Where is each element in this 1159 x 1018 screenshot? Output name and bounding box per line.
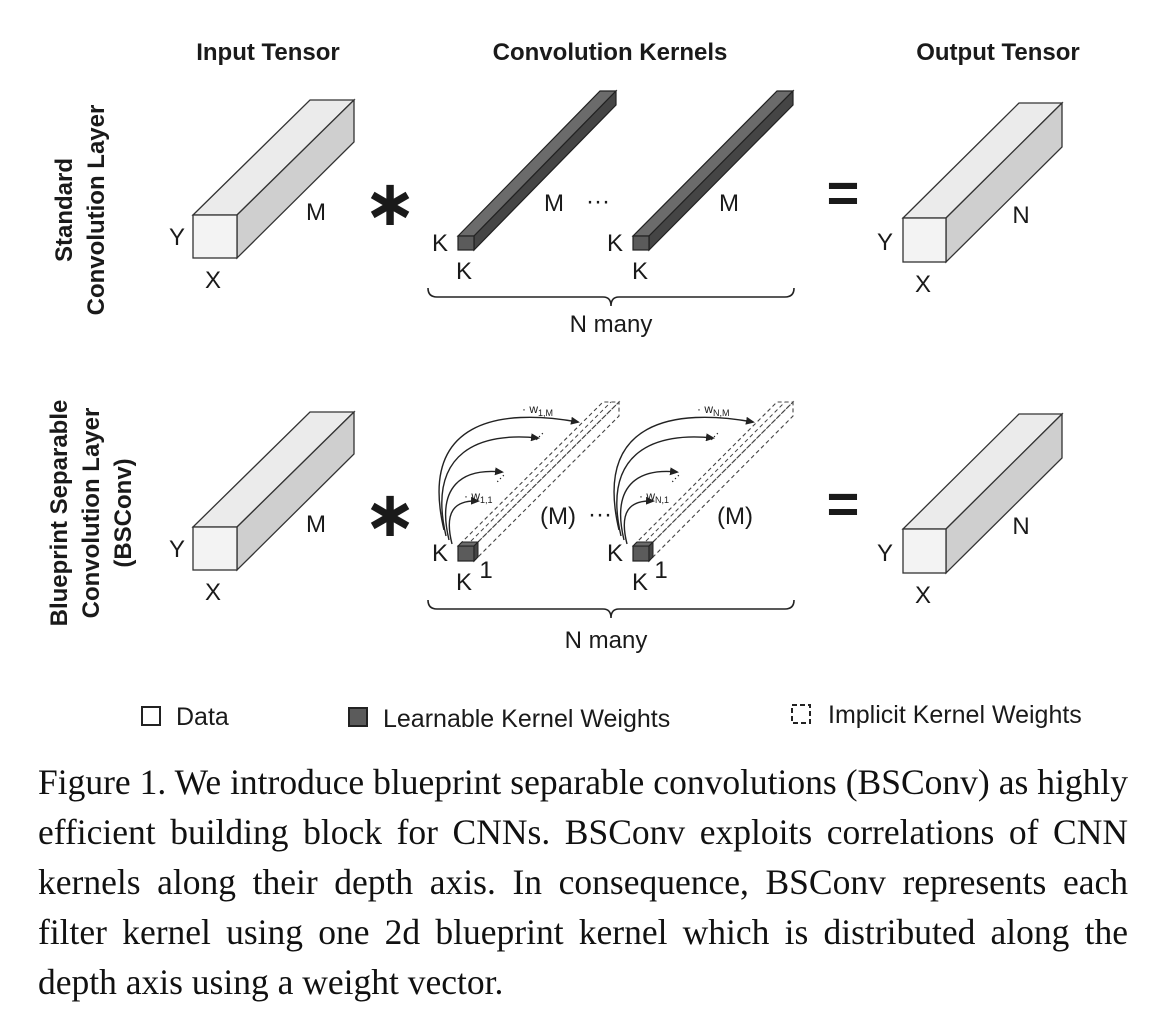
blueprint-side-face bbox=[473, 540, 479, 563]
convolution-operator: ∗ bbox=[363, 478, 417, 550]
dim-label-one: 1 bbox=[479, 557, 492, 584]
column-header-input: Input Tensor bbox=[196, 39, 340, 66]
dim-label-k: K bbox=[432, 230, 448, 257]
dim-label-m-implicit: (M) bbox=[540, 503, 576, 530]
blueprint-side-face bbox=[648, 540, 654, 563]
n-many-label: N many bbox=[565, 627, 648, 654]
dim-label-k: K bbox=[607, 540, 623, 567]
dim-label-y: Y bbox=[877, 540, 893, 567]
n-many-label: N many bbox=[570, 311, 653, 338]
dim-label-k: K bbox=[607, 230, 623, 257]
row-header-standard: Standard Convolution Layer bbox=[51, 105, 110, 316]
weight-arrow bbox=[616, 433, 715, 537]
dim-label-k: K bbox=[456, 258, 472, 285]
kernel-n-standard bbox=[631, 89, 795, 252]
dim-label-m: M bbox=[544, 190, 564, 217]
figure-caption: Figure 1. We introduce blueprint separab… bbox=[38, 762, 1128, 1002]
output-tensor-bsconv bbox=[901, 412, 1064, 575]
kernel-side-face bbox=[473, 89, 617, 252]
weight-label-w1m: · w1,M bbox=[522, 402, 553, 418]
weight-arrow bbox=[619, 467, 679, 541]
input-tensor-standard bbox=[191, 98, 356, 260]
legend-implicit-label: Implicit Kernel Weights bbox=[828, 701, 1082, 729]
column-header-kernels: Convolution Kernels bbox=[493, 39, 728, 66]
dim-label-one: 1 bbox=[654, 557, 667, 584]
svg-text:(BSConv): (BSConv) bbox=[110, 458, 137, 567]
weight-label-w11: · w1,1 bbox=[464, 489, 493, 505]
dim-label-k: K bbox=[432, 540, 448, 567]
svg-text:Convolution Layer: Convolution Layer bbox=[78, 408, 105, 619]
dim-label-m: M bbox=[719, 190, 739, 217]
weight-label-wnm: · wN,M bbox=[697, 402, 730, 418]
legend-data-swatch bbox=[141, 706, 161, 726]
legend-implicit-swatch bbox=[791, 704, 811, 724]
implicit-weights-edge bbox=[465, 401, 612, 547]
dim-label-x: X bbox=[205, 267, 221, 294]
kernel-side-face bbox=[648, 89, 794, 252]
equals-operator: = bbox=[827, 161, 860, 224]
dim-label-y: Y bbox=[169, 536, 185, 563]
bsconv-figure: Input Tensor Convolution Kernels Output … bbox=[46, 39, 1082, 733]
dim-label-x: X bbox=[915, 582, 931, 609]
dim-label-k: K bbox=[632, 569, 648, 596]
dim-label-m: M bbox=[306, 199, 326, 226]
dim-label-n: N bbox=[1012, 202, 1029, 229]
blueprint-front-face bbox=[457, 545, 475, 562]
tensor-front-face bbox=[902, 217, 947, 263]
output-tensor-standard bbox=[901, 101, 1064, 264]
dim-label-x: X bbox=[205, 579, 221, 606]
legend-learnable-swatch bbox=[348, 707, 368, 727]
n-many-brace bbox=[427, 599, 795, 619]
legend-data-label: Data bbox=[176, 703, 229, 731]
weight-arrow bbox=[444, 467, 504, 541]
tensor-front-face bbox=[902, 528, 947, 574]
dim-label-y: Y bbox=[877, 229, 893, 256]
kernel-top-face bbox=[631, 90, 795, 237]
svg-text:Standard: Standard bbox=[51, 158, 78, 262]
legend-learnable-label: Learnable Kernel Weights bbox=[383, 705, 670, 733]
row-header-bsconv: Blueprint Separable Convolution Layer (B… bbox=[46, 400, 137, 627]
dim-label-y: Y bbox=[169, 224, 185, 251]
legend: Data Learnable Kernel Weights Implicit K… bbox=[141, 701, 1082, 733]
svg-text:Convolution Layer: Convolution Layer bbox=[83, 105, 110, 316]
weight-dots: ··· bbox=[705, 427, 723, 445]
n-many-brace bbox=[427, 287, 795, 307]
equals-operator: = bbox=[827, 472, 860, 535]
weight-dots: ··· bbox=[530, 427, 548, 445]
weight-arrow bbox=[441, 433, 540, 537]
kernel-1-standard bbox=[456, 89, 618, 252]
convolution-operator: ∗ bbox=[363, 167, 417, 239]
tensor-front-face bbox=[192, 526, 238, 571]
weight-arrow bbox=[613, 416, 755, 531]
blueprint-front-face bbox=[632, 545, 650, 562]
svg-text:Blueprint Separable: Blueprint Separable bbox=[46, 400, 73, 627]
column-header-output: Output Tensor bbox=[916, 39, 1080, 66]
blueprint-kernel-n bbox=[613, 400, 795, 563]
dim-label-m-implicit: (M) bbox=[717, 503, 753, 530]
ellipsis: ··· bbox=[588, 501, 612, 528]
dim-label-k: K bbox=[632, 258, 648, 285]
tensor-front-face bbox=[192, 214, 238, 259]
kernel-front-face bbox=[632, 235, 650, 251]
dim-label-m: M bbox=[306, 511, 326, 538]
dim-label-x: X bbox=[915, 271, 931, 298]
input-tensor-bsconv bbox=[191, 410, 356, 572]
weight-arrow bbox=[448, 496, 480, 545]
dim-label-k: K bbox=[456, 569, 472, 596]
blueprint-kernel-1 bbox=[438, 400, 621, 563]
implicit-weights-edge bbox=[640, 401, 786, 547]
ellipsis: ··· bbox=[586, 188, 610, 215]
weight-arrow bbox=[623, 496, 655, 545]
weight-arrow bbox=[438, 416, 580, 531]
dim-label-n: N bbox=[1012, 513, 1029, 540]
kernel-front-face bbox=[457, 235, 475, 251]
weight-label-wn1: · wN,1 bbox=[639, 489, 669, 505]
